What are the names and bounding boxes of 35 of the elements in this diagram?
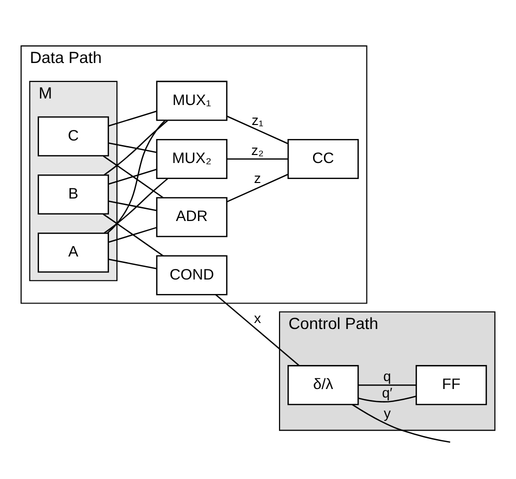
- node-box: δ/λ: [288, 364, 359, 405]
- connector: [106, 119, 166, 234]
- connector: [108, 142, 157, 152]
- connector: [226, 115, 288, 144]
- connector: [226, 173, 288, 202]
- node-box: FF: [416, 364, 487, 405]
- node-box: MUX₂: [156, 138, 228, 178]
- node-box: ADR: [156, 196, 228, 237]
- connector: [108, 258, 157, 269]
- connector: [352, 404, 450, 442]
- connector: [104, 178, 168, 234]
- connector: [226, 158, 288, 160]
- edge-label: z₁: [252, 111, 264, 128]
- connector: [108, 110, 157, 126]
- connector: [104, 119, 168, 175]
- node-box: C: [38, 116, 109, 156]
- node-box: CC: [288, 138, 359, 178]
- connector: [108, 168, 157, 184]
- edge-label: x: [254, 310, 261, 326]
- node-box: COND: [156, 254, 228, 295]
- edge-label: q: [383, 368, 392, 384]
- connector: [215, 294, 300, 366]
- edge-label: z₂: [251, 142, 264, 158]
- connector: [358, 395, 416, 402]
- node-box: MUX₁: [156, 80, 228, 120]
- edge-label: y: [384, 404, 391, 420]
- edge-label: q′: [382, 384, 392, 400]
- node-box: B: [38, 174, 109, 214]
- connector: [108, 200, 157, 211]
- edge-label: z: [254, 170, 261, 186]
- node-box: A: [38, 232, 109, 272]
- connector: [102, 213, 164, 256]
- connector: [358, 384, 416, 386]
- connector: [102, 155, 164, 198]
- connector: [108, 226, 157, 242]
